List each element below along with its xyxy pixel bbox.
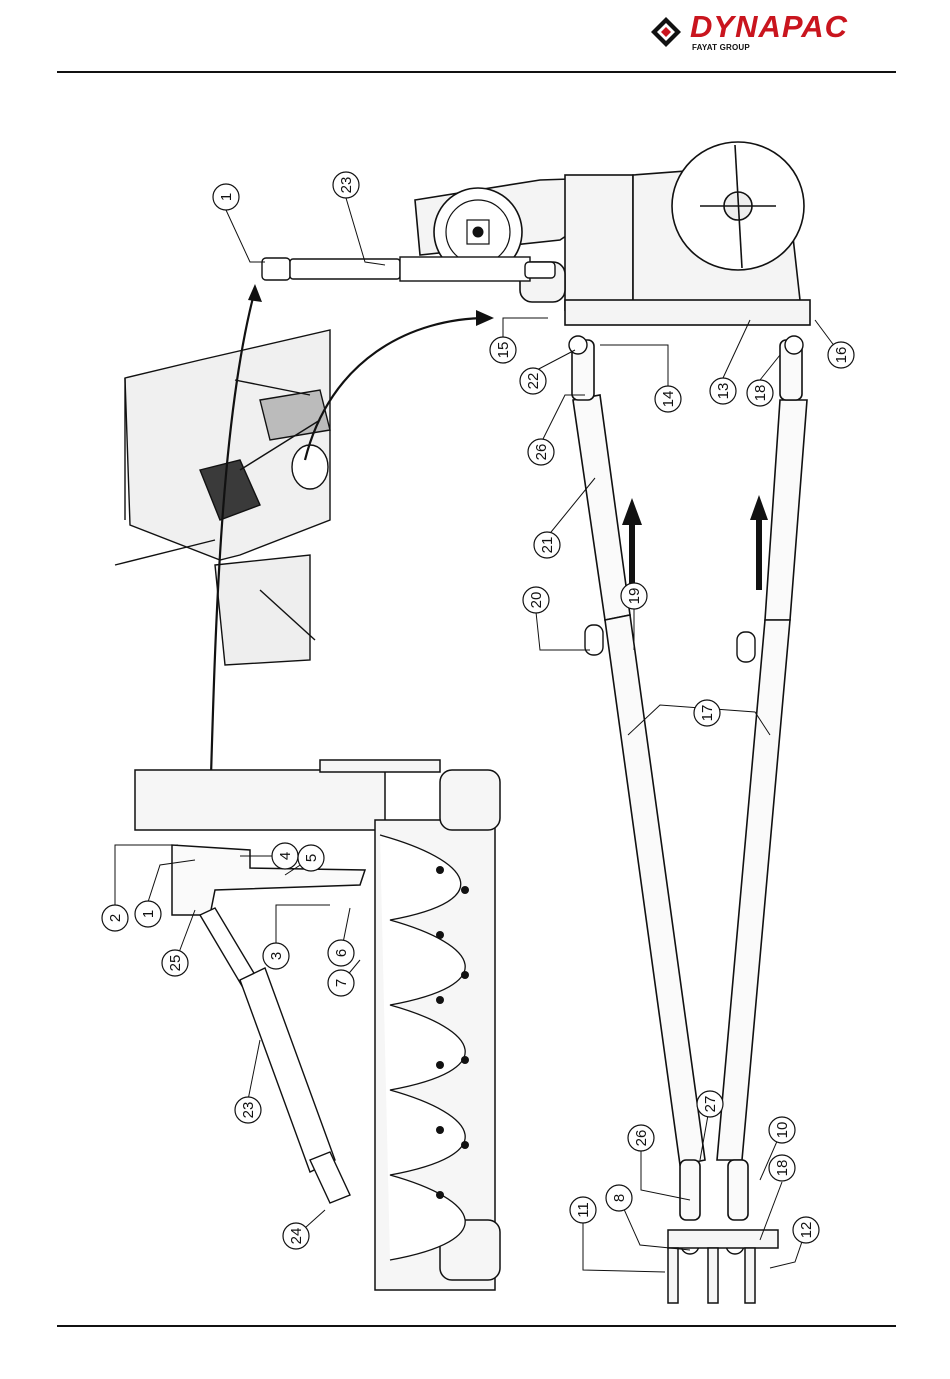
callout-6: 6 <box>328 940 354 966</box>
svg-text:22: 22 <box>525 373 542 390</box>
callout-22-top: 22 <box>520 368 546 394</box>
callout-8: 8 <box>606 1185 632 1211</box>
svg-text:26: 26 <box>633 1130 650 1147</box>
callout-19: 19 <box>621 583 647 609</box>
callout-2: 2 <box>102 905 128 931</box>
svg-text:17: 17 <box>699 705 716 722</box>
callout-24: 24 <box>283 1223 309 1249</box>
svg-text:18: 18 <box>774 1160 791 1177</box>
callout-26-top: 26 <box>528 439 554 465</box>
svg-text:7: 7 <box>333 979 350 987</box>
svg-text:5: 5 <box>303 854 320 862</box>
svg-text:19: 19 <box>626 588 643 605</box>
svg-text:18: 18 <box>752 385 769 402</box>
paver-illustration <box>115 330 330 665</box>
arrowhead-top-turnbuckle <box>248 284 262 302</box>
svg-text:26: 26 <box>533 444 550 461</box>
callout-23-top: 23 <box>333 172 359 198</box>
callout-5: 5 <box>298 845 324 871</box>
callout-17: 17 <box>694 700 720 726</box>
svg-text:1: 1 <box>218 193 235 201</box>
callout-4: 4 <box>272 843 298 869</box>
direction-arrows <box>622 495 768 590</box>
svg-text:23: 23 <box>338 177 355 194</box>
svg-text:12: 12 <box>798 1222 815 1239</box>
svg-text:16: 16 <box>833 347 850 364</box>
callout-1-top: 1 <box>213 184 239 210</box>
svg-text:6: 6 <box>333 949 350 957</box>
callout-14: 14 <box>655 386 681 412</box>
arrowhead-drive-housing <box>476 310 494 326</box>
svg-text:4: 4 <box>277 852 294 860</box>
callout-18-top: 18 <box>747 380 773 406</box>
svg-text:1: 1 <box>140 910 157 918</box>
svg-text:23: 23 <box>240 1102 257 1119</box>
svg-text:8: 8 <box>611 1194 628 1202</box>
svg-text:11: 11 <box>575 1202 592 1218</box>
callout-20: 20 <box>523 587 549 613</box>
callout-26-bottom: 26 <box>628 1125 654 1151</box>
svg-text:15: 15 <box>495 342 512 359</box>
callout-11: 11 <box>570 1197 596 1223</box>
svg-text:20: 20 <box>528 592 545 609</box>
callout-25: 25 <box>162 950 188 976</box>
callout-10: 10 <box>769 1117 795 1143</box>
auger-shaft-disc <box>672 142 804 270</box>
callout-15: 15 <box>490 337 516 363</box>
top-turnbuckle <box>262 257 555 281</box>
callout-23-bottom: 23 <box>235 1097 261 1123</box>
callout-16: 16 <box>828 342 854 368</box>
svg-text:13: 13 <box>715 383 732 400</box>
svg-text:21: 21 <box>539 537 556 554</box>
svg-text:24: 24 <box>288 1228 305 1245</box>
callout-12: 12 <box>793 1217 819 1243</box>
svg-text:14: 14 <box>660 391 677 408</box>
callout-21: 21 <box>534 532 560 558</box>
bottom-mount-plate <box>668 1230 778 1303</box>
svg-text:3: 3 <box>268 952 285 960</box>
svg-text:25: 25 <box>167 955 184 972</box>
callout-13: 13 <box>710 378 736 404</box>
callout-18-bottom: 18 <box>769 1155 795 1181</box>
svg-text:2: 2 <box>107 914 124 922</box>
callout-27: 27 <box>697 1091 723 1117</box>
callout-3: 3 <box>263 943 289 969</box>
callout-7: 7 <box>328 970 354 996</box>
spreader-struts <box>572 340 807 1220</box>
svg-text:10: 10 <box>774 1122 791 1139</box>
svg-text:27: 27 <box>702 1096 719 1113</box>
callout-1-mid: 1 <box>135 901 161 927</box>
